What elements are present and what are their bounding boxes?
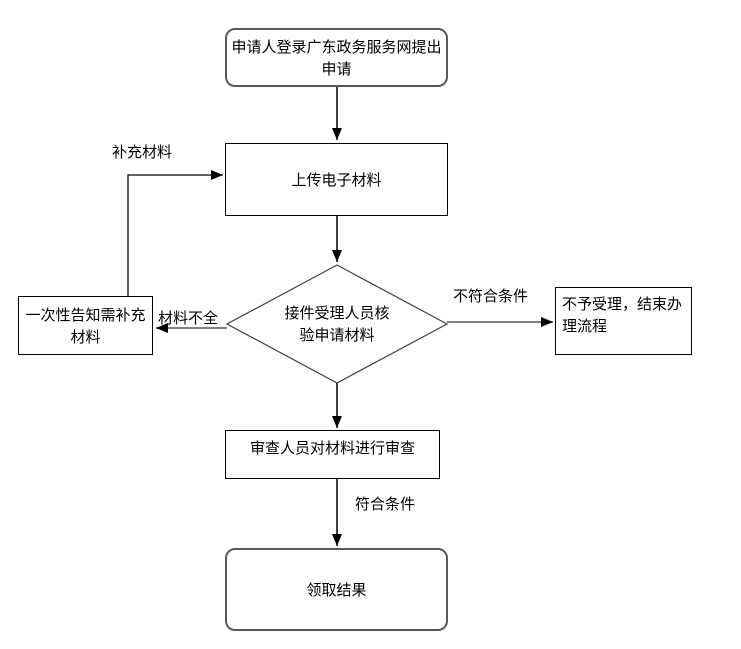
decision-node-label: 接件受理人员核验申请材料 [284, 304, 390, 344]
edge-label-materials-incomplete: 材料不全 [158, 309, 219, 327]
supplement-notice-node: 一次性告知需补充材料 [18, 296, 153, 355]
connector-notify-upload [127, 170, 223, 296]
edge-label-not-meeting-conditions: 不符合条件 [453, 287, 529, 305]
start-node: 申请人登录广东政务服务网提出申请 [225, 28, 448, 87]
upload-materials-node: 上传电子材料 [225, 143, 448, 216]
review-node: 审查人员对材料进行审查 [225, 430, 440, 479]
edge-label-meeting-conditions: 符合条件 [355, 495, 416, 513]
reject-node: 不予受理，结束办理流程 [555, 287, 692, 355]
result-node: 领取结果 [225, 548, 448, 631]
edge-label-supplement-materials: 补充材料 [112, 143, 173, 161]
